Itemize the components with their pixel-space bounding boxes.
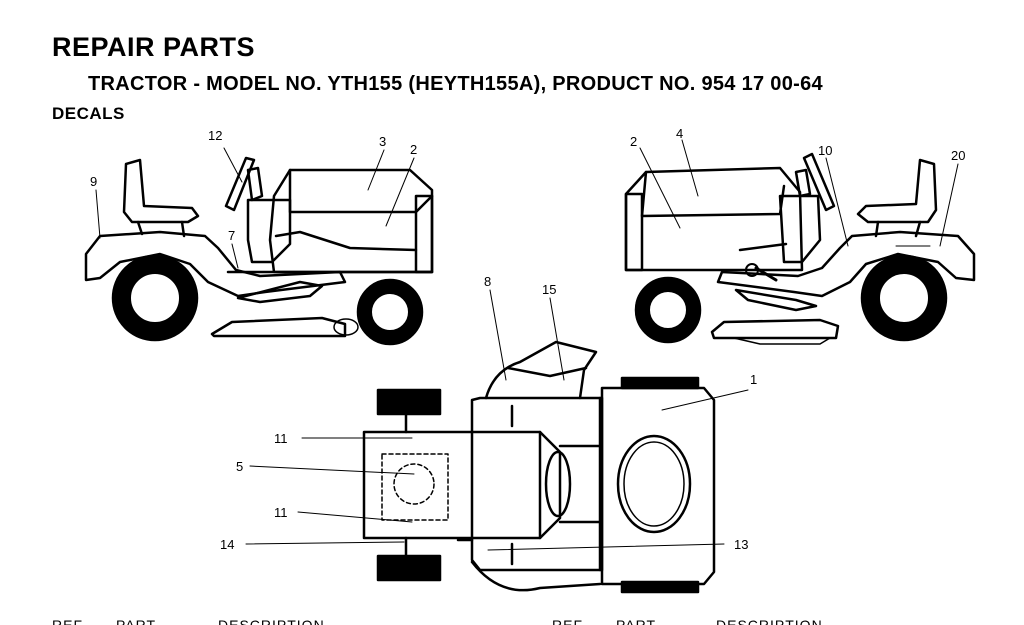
front-tire-top-upper [376,388,442,416]
front-tire-top-lower [376,554,442,582]
table-header-ref-1: REF [52,617,83,625]
callout-11-lower: 11 [274,505,288,520]
callout-13: 13 [734,537,748,552]
callout-15: 15 [542,282,556,297]
tractor-right-side-view [624,152,976,345]
table-header-description-2: DESCRIPTION [716,617,823,625]
hood-top [362,430,562,540]
callout-1: 1 [750,372,757,387]
callout-10: 10 [818,143,832,158]
tractor-left-side-view [84,156,434,346]
section-heading: DECALS [52,104,125,123]
callout-3: 3 [379,134,386,149]
callout-7: 7 [228,228,235,243]
page-title: REPAIR PARTS [52,32,256,62]
page-subtitle: TRACTOR - MODEL NO. YTH155 (HEYTH155A), … [88,73,823,95]
callout-4: 4 [676,126,683,141]
hood-right [624,166,804,272]
table-header-part-1: PART [116,617,157,625]
rear-tire-top-upper [620,376,700,390]
table-header-ref-2: REF [552,617,583,625]
hood-left [268,168,434,274]
callout-8: 8 [484,274,491,289]
callout-11-upper: 11 [274,431,288,446]
seat-top [616,434,692,534]
callout-9: 9 [90,174,97,189]
rear-tire-top-lower [620,580,700,594]
callout-5: 5 [236,459,243,474]
callout-2-left: 2 [410,142,417,157]
rear-body-top [600,386,716,586]
seat-left [122,158,200,224]
mower-deck-right [710,318,840,340]
decal-region-5 [381,453,449,521]
table-header-part-2: PART [616,617,657,625]
callout-14: 14 [220,537,234,552]
steering-wheel-left [224,156,256,212]
steering-wheel-right [802,152,836,212]
callout-12: 12 [208,128,222,143]
table-header-description-1: DESCRIPTION [218,617,325,625]
tractor-top-view [362,340,716,594]
callout-2-right: 2 [630,134,637,149]
leader-lines [95,139,959,551]
callout-20: 20 [951,148,965,163]
seat-right [856,158,938,224]
mower-deck-left [210,316,347,338]
